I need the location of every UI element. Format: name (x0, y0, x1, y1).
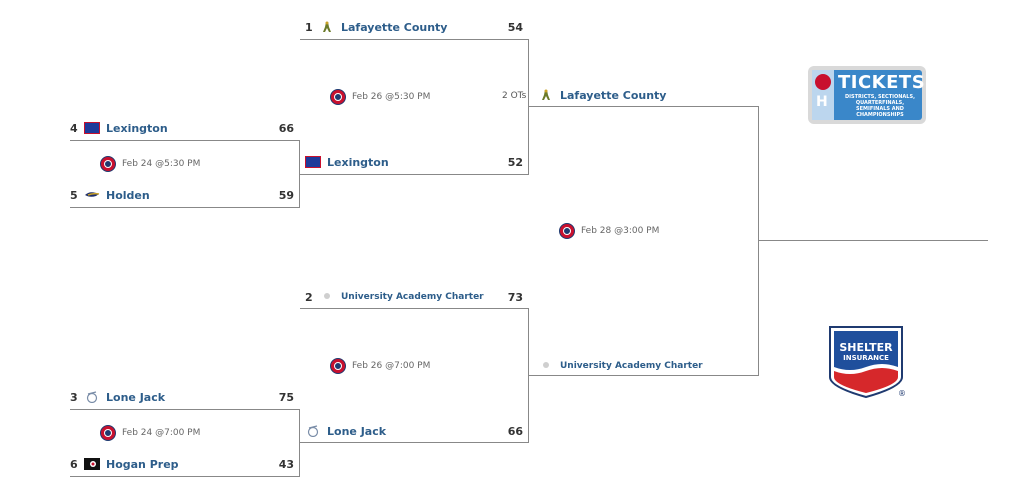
team-score: 73 (507, 290, 523, 304)
team-name[interactable]: Lone Jack (106, 390, 166, 404)
bracket-line (758, 106, 759, 376)
shelter-shield-icon (829, 326, 903, 399)
lexington-logo-icon (84, 122, 100, 134)
lone-jack-logo-icon (305, 425, 321, 438)
lafayette-county-logo-icon (538, 89, 554, 101)
bracket-line (299, 140, 300, 208)
tv-icon (330, 89, 346, 105)
tv-icon (330, 358, 346, 374)
sf1-bottom-slot[interactable]: Lexington 52 (305, 151, 529, 173)
bracket-line (300, 39, 529, 40)
holden-logo-icon (84, 189, 100, 201)
bracket-line (70, 207, 300, 208)
lexington-logo-icon (305, 156, 321, 168)
team-name[interactable]: University Academy Charter (560, 361, 703, 371)
tv-icon (559, 223, 575, 239)
university-academy-logo-icon (319, 291, 335, 303)
seed-number: 3 (70, 390, 78, 404)
seed-number: 2 (305, 290, 313, 304)
hogan-prep-logo-icon (84, 458, 100, 470)
game-time: Feb 24 @5:30 PM (122, 159, 201, 169)
team-score: 52 (507, 155, 523, 169)
game-time: Feb 24 @7:00 PM (122, 428, 201, 438)
bracket-line (300, 442, 529, 443)
team-name[interactable]: Lafayette County (560, 88, 667, 102)
bracket-line (528, 39, 529, 175)
team-name[interactable]: Lexington (106, 121, 168, 135)
tickets-ad[interactable]: H TICKETS DISTRICTS, SECTIONALS, QUARTER… (808, 66, 926, 124)
university-academy-logo-icon (538, 360, 554, 372)
bracket-line (529, 375, 759, 376)
team-score: 66 (278, 121, 294, 135)
final-bottom-slot[interactable]: University Academy Charter (538, 355, 758, 377)
bracket-line (70, 409, 300, 410)
team-score: 59 (278, 188, 294, 202)
tv-icon (100, 156, 116, 172)
sf2-top-slot[interactable]: 2 University Academy Charter 73 (305, 286, 529, 308)
seed-number: 5 (70, 188, 78, 202)
r1g1-top-slot[interactable]: 4 Lexington 66 (70, 117, 300, 139)
h-logo-icon: H (816, 94, 828, 110)
team-name[interactable]: Lone Jack (327, 424, 387, 438)
r1g2-game-info[interactable]: Feb 24 @7:00 PM (100, 425, 200, 441)
game-time: Feb 26 @5:30 PM (352, 92, 431, 102)
r1g1-bottom-slot[interactable]: 5 Holden 59 (70, 184, 300, 206)
champion-line (758, 240, 988, 241)
bracket-line (300, 174, 529, 175)
sf1-game-info[interactable]: Feb 26 @5:30 PM (330, 89, 430, 105)
team-score: 75 (278, 390, 294, 404)
sf2-game-info[interactable]: Feb 26 @7:00 PM (330, 358, 430, 374)
team-name[interactable]: University Academy Charter (341, 292, 484, 302)
lafayette-county-logo-icon (319, 21, 335, 33)
final-top-slot[interactable]: Lafayette County (538, 84, 758, 106)
final-game-info[interactable]: Feb 28 @3:00 PM (559, 223, 659, 239)
tickets-title: TICKETS (838, 72, 926, 93)
game-time: Feb 26 @7:00 PM (352, 361, 431, 371)
team-score: 54 (507, 20, 523, 34)
shelter-insurance-ad[interactable]: SHELTER INSURANCE ® (828, 325, 906, 399)
team-name[interactable]: Holden (106, 188, 150, 202)
sf1-top-slot[interactable]: 1 Lafayette County 54 (305, 16, 529, 38)
mshsaa-logo-icon (815, 74, 831, 90)
shelter-line2: INSURANCE (843, 354, 889, 362)
team-score: 66 (507, 424, 523, 438)
bracket-line (300, 308, 529, 309)
tickets-subtitle: DISTRICTS, SECTIONALS, QUARTERFINALS, SE… (844, 94, 915, 118)
team-name[interactable]: Lexington (327, 155, 389, 169)
bracket-line (70, 140, 300, 141)
lone-jack-logo-icon (84, 391, 100, 404)
r1g2-bottom-slot[interactable]: 6 Hogan Prep 43 (70, 453, 300, 475)
r1g1-game-info[interactable]: Feb 24 @5:30 PM (100, 156, 200, 172)
seed-number: 6 (70, 457, 78, 471)
overtime-note: 2 OTs (502, 91, 527, 101)
seed-number: 4 (70, 121, 78, 135)
team-score: 43 (278, 457, 294, 471)
r1g2-top-slot[interactable]: 3 Lone Jack 75 (70, 386, 300, 408)
bracket-line (299, 409, 300, 477)
game-time: Feb 28 @3:00 PM (581, 226, 660, 236)
bracket-line (70, 476, 300, 477)
bracket-line (529, 106, 759, 107)
bracket-line (528, 308, 529, 443)
team-name[interactable]: Hogan Prep (106, 457, 179, 471)
seed-number: 1 (305, 20, 313, 34)
shelter-line1: SHELTER (839, 341, 893, 354)
sf2-bottom-slot[interactable]: Lone Jack 66 (305, 420, 529, 442)
registered-mark: ® (898, 389, 906, 398)
team-name[interactable]: Lafayette County (341, 20, 448, 34)
tv-icon (100, 425, 116, 441)
